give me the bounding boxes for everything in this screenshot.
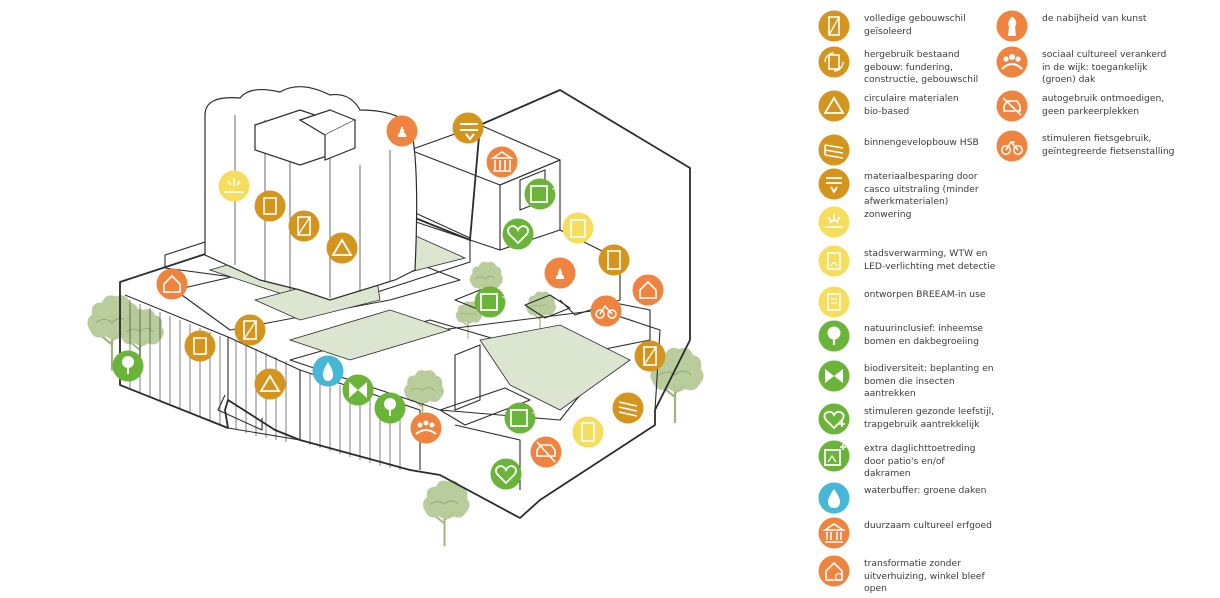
legend-item-reuse: hergebruik bestaand gebouw: fundering, c… xyxy=(818,46,1004,87)
legend-item-hsb: binnengevelopbouw HSB xyxy=(818,134,1004,166)
legend-item-bike: stimuleren fietsgebruik, geïntegreerde f… xyxy=(996,130,1182,162)
marker-sunshade-icon xyxy=(218,170,250,202)
legend-label-nocar: autogebruik ontmoedigen, geen parkeerple… xyxy=(1042,93,1165,117)
marker-casco-icon xyxy=(452,112,484,144)
district-heating-icon xyxy=(818,245,850,277)
heart-plus-icon xyxy=(818,403,850,435)
marker-transform-icon-2 xyxy=(156,268,188,300)
svg-text:♟: ♟ xyxy=(554,267,567,283)
timber-frame-icon xyxy=(818,134,850,166)
legend-item-insulated: volledige gebouwschil geïsoleerd xyxy=(818,10,1004,42)
marker-recycle-icon xyxy=(326,232,358,264)
marker-timber-icon xyxy=(612,392,644,424)
marker-nocar-icon xyxy=(530,436,562,468)
legend-label-sunshade: zonwering xyxy=(864,209,912,220)
marker-insulated-icon xyxy=(288,210,320,242)
marker-insulated-icon-3 xyxy=(634,340,666,372)
marker-recycle-icon-2 xyxy=(254,368,286,400)
legend-item-daylight: extra daglichttoetreding door patio's en… xyxy=(818,440,1004,481)
marker-heritage-icon xyxy=(486,146,518,178)
legend-item-heritage: duurzaam cultureel erfgoed xyxy=(818,517,1004,549)
svg-text:+: + xyxy=(501,292,509,303)
legend-label-water: waterbuffer: groene daken xyxy=(864,485,987,496)
legend-item-heating: stadsverwarming, WTW en LED-verlichting … xyxy=(818,245,1004,277)
legend-label-health: stimuleren gezonde leefstijl, trapgebrui… xyxy=(864,406,995,430)
marker-reuse-icon-2 xyxy=(184,330,216,362)
house-transform-icon xyxy=(818,555,850,587)
sun-shade-icon xyxy=(818,206,850,238)
daylight-plus-icon xyxy=(818,440,850,472)
marker-heating-icon-2 xyxy=(572,416,604,448)
legend-item-art: de nabijheid van kunst xyxy=(996,10,1182,42)
art-icon xyxy=(996,10,1028,42)
tree-icon xyxy=(818,320,850,352)
marker-butterfly-icon xyxy=(342,374,374,406)
marker-water-icon xyxy=(312,355,344,387)
casco-icon xyxy=(818,168,850,200)
legend-label-circular: circulaire materialen bio-based xyxy=(864,93,959,117)
legend-label-bike: stimuleren fietsgebruik, geïntegreerde f… xyxy=(1042,133,1175,157)
marker-transform-icon xyxy=(632,274,664,306)
legend-label-nature: natuurinclusief: inheemse bomen en dakbe… xyxy=(864,323,984,347)
svg-text:+: + xyxy=(531,408,539,419)
legend-item-water: waterbuffer: groene daken xyxy=(818,482,1004,514)
legend-label-biodiversity: biodiversiteit: beplanting en bomen die … xyxy=(864,363,994,399)
marker-art-icon: ♟ xyxy=(386,115,418,147)
recycle-icon xyxy=(818,90,850,122)
legend-label-heating: stadsverwarming, WTW en LED-verlichting … xyxy=(864,248,996,272)
legend-item-casco: materiaalbesparing door casco uitstralin… xyxy=(818,168,1004,209)
marker-people-icon xyxy=(410,412,442,444)
marker-heart-icon xyxy=(502,218,534,250)
legend-label-art: de nabijheid van kunst xyxy=(1042,13,1147,24)
svg-text:♟: ♟ xyxy=(396,125,409,141)
legend-label-heritage: duurzaam cultureel erfgoed xyxy=(864,520,993,531)
legend-item-breeam: ontworpen BREEAM-in use xyxy=(818,286,1004,318)
reuse-building-icon xyxy=(818,46,850,78)
marker-heating-icon xyxy=(598,244,630,276)
scene-markers: ♟ + ♟ + + xyxy=(112,112,666,490)
marker-tree-icon xyxy=(112,350,144,382)
marker-art-icon-2: ♟ xyxy=(544,257,576,289)
marker-daylight-icon-2: + xyxy=(474,286,509,318)
silos xyxy=(204,86,418,301)
legend-item-transform: transformatie zonder uitverhuizing, wink… xyxy=(818,555,1004,596)
legend-item-circular: circulaire materialen bio-based xyxy=(818,90,1004,122)
breeam-icon xyxy=(818,286,850,318)
legend-label-hsb: binnengevelopbouw HSB xyxy=(864,137,979,148)
legend-label-transform: transformatie zonder uitverhuizing, wink… xyxy=(864,558,985,594)
people-icon xyxy=(996,46,1028,78)
marker-reuse-icon xyxy=(254,190,286,222)
marker-daylight-icon-3: + xyxy=(504,402,539,434)
legend-item-nocar: autogebruik ontmoedigen, geen parkeerple… xyxy=(996,90,1182,122)
marker-insulated-icon-2 xyxy=(234,314,266,346)
legend-label-casco: materiaalbesparing door casco uitstralin… xyxy=(864,171,979,207)
marker-heart-icon-2 xyxy=(490,458,522,490)
building-axonometric: ♟ + ♟ + + xyxy=(86,86,705,548)
legend-label-breeam: ontworpen BREEAM-in use xyxy=(864,289,986,300)
legend-label-daylight: extra daglichttoetreding door patio's en… xyxy=(864,443,976,479)
legend-label-insulated: volledige gebouwschil geïsoleerd xyxy=(864,13,966,37)
legend-label-social: sociaal cultureel verankerd in de wijk: … xyxy=(1042,49,1167,85)
legend-item-nature: natuurinclusief: inheemse bomen en dakbe… xyxy=(818,320,1004,352)
legend-item-health: stimuleren gezonde leefstijl, trapgebrui… xyxy=(818,403,1004,435)
legend-item-social: sociaal cultureel verankerd in de wijk: … xyxy=(996,46,1182,87)
butterfly-icon xyxy=(818,360,850,392)
no-car-icon xyxy=(996,90,1028,122)
marker-breeam-icon xyxy=(562,212,594,244)
marker-daylight-icon: + xyxy=(524,178,559,210)
bicycle-icon xyxy=(996,130,1028,162)
legend-item-biodiversity: biodiversiteit: beplanting en bomen die … xyxy=(818,360,1004,401)
legend-item-sunshade: zonwering xyxy=(818,206,1004,238)
marker-bike-icon xyxy=(590,295,622,327)
heritage-icon xyxy=(818,517,850,549)
insulated-wall-icon xyxy=(818,10,850,42)
water-drop-icon xyxy=(818,482,850,514)
legend-label-reuse: hergebruik bestaand gebouw: fundering, c… xyxy=(864,49,979,85)
svg-text:+: + xyxy=(551,184,559,195)
marker-tree-icon-2 xyxy=(374,392,406,424)
